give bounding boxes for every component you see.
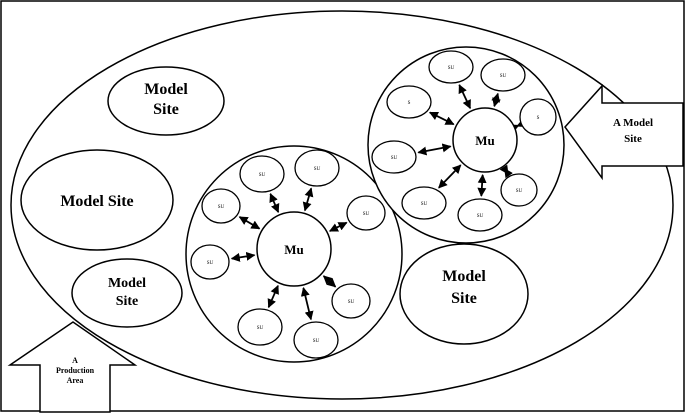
satellite-circle [190,244,230,280]
production-area-arrow-label: Production [56,366,95,375]
hub-label: Mu [284,242,304,257]
satellite-label: SU [391,156,398,161]
satellite-label: SU [500,74,507,79]
cluster-right: SU SU S S SU SU SU SU Mu [367,46,565,244]
satellite-circle [386,85,432,119]
satellite-label: SU [448,66,455,71]
connector-arrow [238,216,261,230]
connector-arrow [458,84,472,110]
model-site-label: Model [144,81,188,98]
satellite-label: SU [477,214,484,219]
production-area-boundary [10,10,674,400]
model-site-label: Site [451,290,477,307]
model-site-arrow-label: A Model [613,117,653,129]
satellite-circle [457,198,503,232]
model-site-label: Model [442,268,486,285]
satellite-label: SU [516,189,523,194]
hub-circle [452,107,518,173]
satellite-label: S [408,101,411,106]
satellite-label: SU [313,339,320,344]
satellite-label: SU [207,261,214,266]
model-site-arrow-label: Site [624,133,642,145]
production-area-arrow-label: A [72,356,78,365]
cluster-left: SU SU SU SU SU SU SU SU Mu [185,145,403,363]
satellite-circle [293,321,339,359]
satellite-circle [371,140,417,174]
satellite-label: SU [257,326,264,331]
hub-circle [256,211,332,287]
satellite-circle [331,283,371,319]
connector-arrow [328,221,348,232]
connector-arrow [267,284,279,309]
satellite-label: SU [259,173,266,178]
production-area-arrow: A Production Area [7,321,138,413]
model-site-middle-left: Model Site [20,149,174,251]
connector-arrow [499,164,513,179]
model-site-top-left: Model Site [107,66,225,136]
satellite-label: SU [421,202,428,207]
model-site-label: Site [153,101,179,118]
connector-arrow [438,164,462,189]
satellite-circle [401,186,447,220]
satellite-circle [480,58,526,92]
satellite-label: SU [363,212,370,217]
satellite-circle [294,149,340,187]
satellite-circle [346,195,386,231]
model-site-label: Model Site [60,193,133,210]
connector-arrow [230,251,256,262]
satellite-circle [201,188,241,224]
connector-arrow [322,275,337,288]
production-area-arrow-label: Area [67,376,84,385]
model-site-bottom-left: Model Site [71,258,183,328]
connector-arrow [428,111,455,126]
satellite-circle [239,155,285,193]
connector-arrow [509,118,527,133]
hub-label: Mu [475,133,495,148]
satellite-label: SU [218,205,225,210]
satellite-label: SU [314,167,321,172]
satellite-label: SU [348,300,355,305]
satellite-circle [500,173,538,207]
connector-arrow [491,92,501,108]
satellite-label: S [537,116,540,121]
satellite-circle [519,98,557,136]
satellite-circle [237,308,283,346]
model-site-bottom-right: Model Site [399,243,529,345]
model-site-label: Model [108,276,146,291]
connector-arrow [269,192,280,214]
connector-arrow [477,174,487,197]
connector-arrow [302,187,314,212]
connector-arrow [417,143,452,156]
connector-arrow [300,287,314,321]
satellite-circle [428,50,474,84]
model-site-label: Site [116,294,139,309]
model-site-arrow: A Model Site [564,84,684,181]
